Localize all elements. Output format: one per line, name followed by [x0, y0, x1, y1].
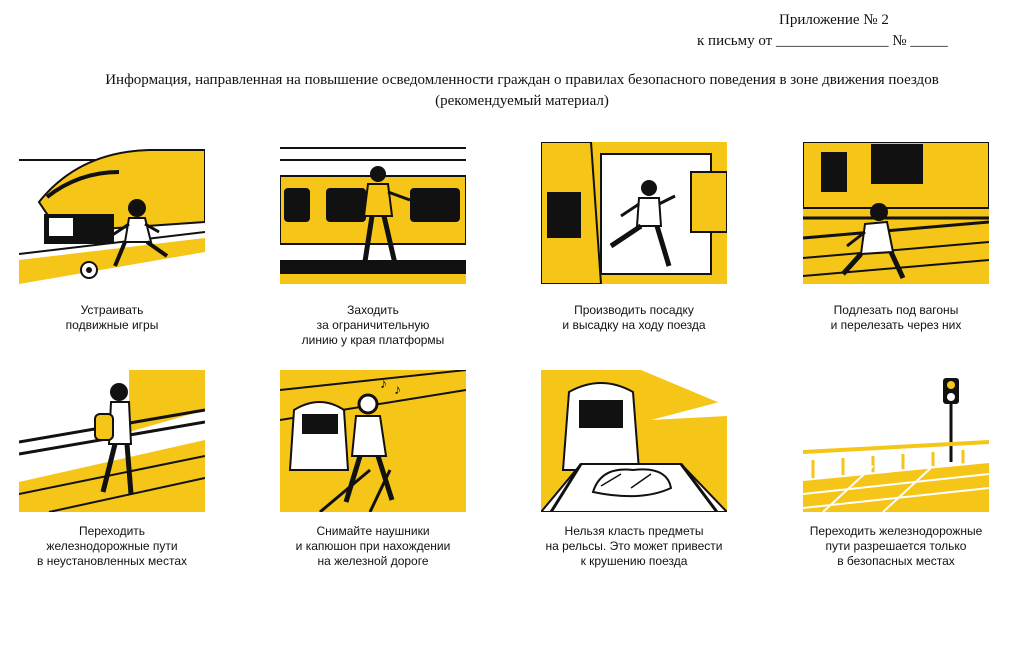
crawling-under-wagon-icon — [803, 142, 989, 284]
headphones-hood-icon: ♪ ♪ — [280, 370, 466, 512]
caption-line: к крушению поезда — [580, 554, 688, 568]
svg-text:♪: ♪ — [380, 377, 387, 392]
card-caption: Нельзя класть предметы на рельсы. Это мо… — [521, 524, 747, 569]
caption-line: в неустановленных местах — [36, 554, 188, 568]
card-caption: Переходить железнодорожные пути разрешае… — [783, 524, 1009, 569]
caption-line: Устраивать — [80, 303, 144, 317]
appendix-number: Приложение № 2 — [779, 12, 889, 28]
letter-reference: к письму от _______________ № _____ — [697, 33, 948, 49]
caption-line: Снимайте наушники — [316, 524, 430, 538]
children-playing-icon — [19, 142, 205, 284]
card-caption: Подлезать под вагоны и перелезать через … — [783, 303, 1009, 333]
caption-line: Заходить — [347, 303, 399, 317]
caption-line: подвижные игры — [65, 318, 159, 332]
document-heading: Информация, направленная на повышение ос… — [20, 70, 1024, 112]
platform-edge-icon — [280, 142, 466, 284]
caption-line: и перелезать через них — [830, 318, 962, 332]
heading-subtitle: (рекомендуемый материал) — [435, 93, 609, 109]
card-caption: Снимайте наушники и капюшон при нахожден… — [260, 524, 486, 569]
crossing-tracks-icon — [19, 370, 205, 512]
caption-line: Производить посадку — [574, 303, 694, 317]
card-caption: Заходить за ограничительную линию у края… — [260, 303, 486, 348]
caption-line: на рельсы. Это может привести — [545, 539, 723, 553]
caption-line: Переходить железнодорожные — [809, 524, 983, 538]
card-caption: Устраивать подвижные игры — [0, 303, 225, 333]
card-caption: Переходить железнодорожные пути в неуста… — [0, 524, 225, 569]
caption-line: Нельзя класть предметы — [564, 524, 704, 538]
caption-line: железнодорожные пути — [46, 539, 178, 553]
caption-line: и высадку на ходу поезда — [562, 318, 706, 332]
caption-line: линию у края платформы — [301, 333, 445, 347]
objects-on-rails-icon — [541, 370, 727, 512]
card-caption: Производить посадку и высадку на ходу по… — [521, 303, 747, 333]
caption-line: на железной дороге — [317, 554, 429, 568]
jumping-from-train-icon — [541, 142, 727, 284]
safe-crossing-icon — [803, 370, 989, 512]
caption-line: пути разрешается только — [825, 539, 967, 553]
heading-title: Информация, направленная на повышение ос… — [105, 72, 939, 88]
caption-line: за ограничительную — [316, 318, 430, 332]
svg-text:♪: ♪ — [394, 383, 401, 398]
caption-line: в безопасных местах — [837, 554, 955, 568]
caption-line: Переходить — [78, 524, 146, 538]
caption-line: Подлезать под вагоны — [833, 303, 959, 317]
caption-line: и капюшон при нахождении — [295, 539, 451, 553]
